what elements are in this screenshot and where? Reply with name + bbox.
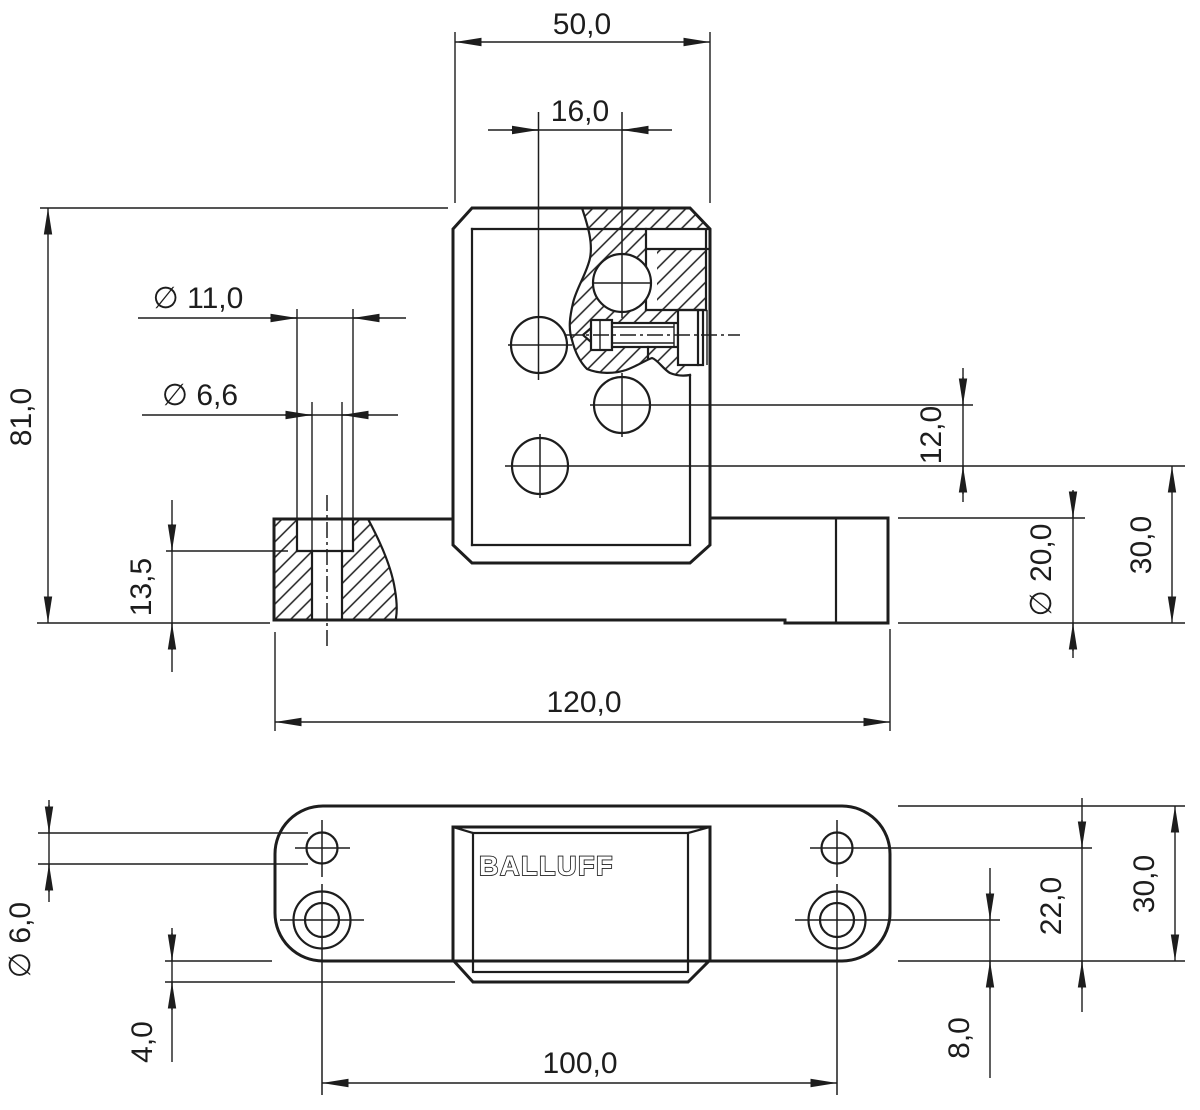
dim-label-11: ∅ 11,0: [153, 282, 244, 315]
dim-label-50: 50,0: [553, 8, 611, 41]
dim-label-81: 81,0: [5, 388, 38, 446]
dim-label-12: 12,0: [915, 406, 948, 464]
front-section-view: 50,0 16,0 ∅ 11,0 ∅ 6,6: [5, 8, 1185, 731]
mounting-holes: [280, 820, 1092, 1095]
dim-base-length: 120,0: [274, 629, 891, 731]
dim-hole-spacing-bottom: 100,0: [322, 1047, 837, 1088]
dim-mount-height: 30,0: [1125, 466, 1177, 623]
base-plate-outline: [272, 516, 890, 625]
dim-label-6: ∅ 6,0: [4, 902, 37, 978]
dim-hole-offset: 12,0: [915, 368, 968, 502]
dim-hole-spacing: 16,0: [488, 95, 672, 135]
dim-small-hole-edge: 22,0: [1035, 798, 1087, 1012]
dim-counterbore-depth: 13,5: [125, 500, 288, 672]
dim-label-20: ∅ 20,0: [1025, 524, 1058, 617]
bottom-view: BALLUFF ∅ 6,0 4,0 100,0 8,0: [4, 798, 1185, 1095]
dim-boss-diameter: ∅ 20,0: [898, 490, 1185, 658]
dim-hole-diameter: ∅ 6,0: [4, 800, 308, 978]
dim-width-top: 50,0: [454, 8, 711, 203]
dim-label-22: 22,0: [1035, 877, 1068, 935]
section-break-curve-block: [568, 206, 692, 377]
dim-label-100: 100,0: [542, 1047, 617, 1080]
dim-label-4: 4,0: [126, 1021, 159, 1063]
dim-label-30-front: 30,0: [1125, 516, 1158, 574]
sensor-block-outline: [451, 206, 712, 565]
dim-plate-width: 30,0: [898, 805, 1185, 961]
dim-cb-hole-edge: 8,0: [898, 868, 1185, 1078]
section-break-curve-plate: [366, 517, 398, 620]
mounting-plate-outline: [273, 804, 892, 984]
bolt-head: [676, 308, 705, 367]
dim-body-offset: 4,0: [126, 928, 455, 1063]
dim-label-16: 16,0: [551, 95, 609, 128]
dim-label-120: 120,0: [546, 686, 621, 719]
sensing-holes: [505, 112, 1185, 498]
dim-label-30-bottom: 30,0: [1128, 855, 1161, 913]
dim-counterbore: ∅ 11,0: [138, 282, 406, 519]
dim-label-8: 8,0: [943, 1017, 976, 1059]
dim-through-hole: ∅ 6,6: [142, 379, 398, 551]
dim-label-66: ∅ 6,6: [162, 379, 238, 412]
dim-total-height: 81,0: [5, 207, 448, 624]
section-hatching: [274, 208, 710, 620]
center-lines: [326, 334, 740, 650]
dim-label-135: 13,5: [125, 558, 158, 616]
balluff-logo: BALLUFF: [479, 851, 614, 881]
